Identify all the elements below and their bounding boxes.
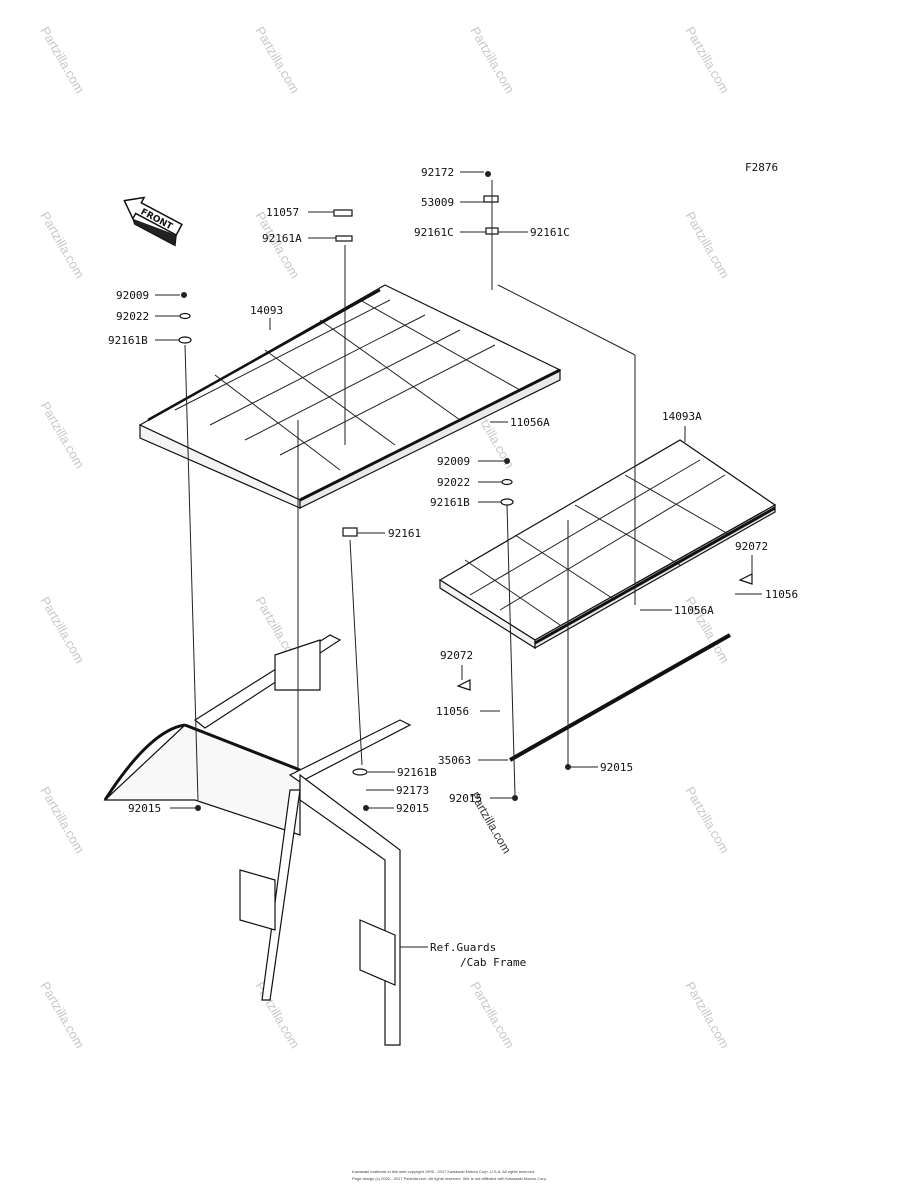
part-label-11056-left: 11056 [436, 705, 469, 718]
ref-label-line1: Ref.Guards [430, 941, 496, 954]
watermark-text: Partzilla.com [467, 24, 517, 96]
part-label-35063: 35063 [438, 754, 471, 767]
watermark-text: Partzilla.com [682, 784, 732, 856]
part-label-92173: 92173 [396, 784, 429, 797]
front-arrow-icon: FRONT [123, 196, 183, 247]
watermark-text: Partzilla.com [252, 24, 302, 96]
part-label-92015-right: 92015 [600, 761, 633, 774]
figure-code: F2876 [745, 161, 778, 174]
roof-main [138, 284, 562, 509]
watermark-text: Partzilla.com [37, 399, 87, 471]
ref-label-line2: /Cab Frame [460, 956, 526, 969]
part-label-92015-center: 92015 [396, 802, 429, 815]
part-label-92172: 92172 [421, 166, 454, 179]
part-label-92161: 92161 [388, 527, 421, 540]
part-label-11056a-b: 11056A [674, 604, 714, 617]
part-label-92161c-right: 92161C [530, 226, 570, 239]
part-label-14093a: 14093A [662, 410, 702, 423]
part-label-92072-left: 92072 [440, 649, 473, 662]
part-label-92161b-c: 92161B [397, 766, 437, 779]
part-label-92022-b: 92022 [437, 476, 470, 489]
watermark-text: Partzilla.com [467, 979, 517, 1051]
roof-rear [438, 439, 777, 650]
part-label-92072-right: 92072 [735, 540, 768, 553]
part-label-11056a-a: 11056A [510, 416, 550, 429]
watermark-text: Partzilla.com [37, 594, 87, 666]
watermark-text: Partzilla.com [37, 209, 87, 281]
part-label-14093: 14093 [250, 304, 283, 317]
part-labels: 92172 53009 92161C 92161C 11057 92161A 9… [108, 166, 798, 969]
part-label-92015-left: 92015 [128, 802, 161, 815]
part-label-92009-a: 92009 [116, 289, 149, 302]
leader-lines [155, 171, 762, 948]
part-label-11057: 11057 [266, 206, 299, 219]
part-label-92161c-left: 92161C [414, 226, 454, 239]
part-label-92022-a: 92022 [116, 310, 149, 323]
watermark-text: Partzilla.com [682, 24, 732, 96]
part-label-92161b-b: 92161B [430, 496, 470, 509]
part-label-92161b-a: 92161B [108, 334, 148, 347]
watermark-text: Partzilla.com [37, 784, 87, 856]
part-label-92161a: 92161A [262, 232, 302, 245]
watermark-text: Partzilla.com [252, 979, 302, 1051]
copyright-line-2: Page design (c) 2002 - 2017 Partzilla.co… [352, 1176, 547, 1181]
part-label-11056-right: 11056 [765, 588, 798, 601]
rod-35063 [509, 633, 731, 762]
part-label-92009-b: 92009 [437, 455, 470, 468]
watermark-text: Partzilla.com [682, 209, 732, 281]
copyright-line-1: Kawasaki materials in this web copyright… [352, 1169, 535, 1174]
part-label-53009: 53009 [421, 196, 454, 209]
watermark-text: Partzilla.com [682, 979, 732, 1051]
part-label-92015-bottom: 92015 [449, 792, 482, 805]
watermark-text: Partzilla.com [37, 24, 87, 96]
watermark-text: Partzilla.com [37, 979, 87, 1051]
